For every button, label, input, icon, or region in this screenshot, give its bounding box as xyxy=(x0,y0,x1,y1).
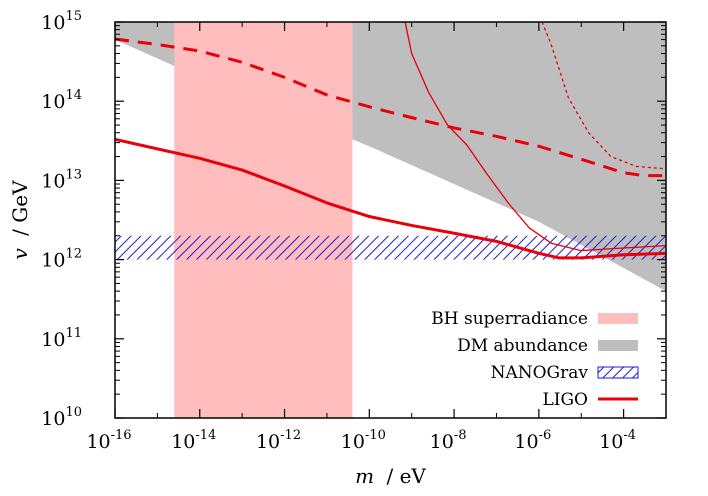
y-tick-label: 1011 xyxy=(41,326,82,351)
y-tick-base: 10 xyxy=(41,12,65,34)
x-tick-base: 10 xyxy=(256,431,280,453)
y-tick-exponent: 12 xyxy=(65,247,82,262)
x-tick-exponent: -6 xyxy=(539,428,552,443)
x-tick-label: 10-14 xyxy=(171,428,216,453)
legend-label: NANOGrav xyxy=(491,363,589,383)
x-tick-label: 10-4 xyxy=(599,428,636,453)
x-tick-exponent: -4 xyxy=(623,428,636,443)
y-tick-label: 1013 xyxy=(41,167,82,192)
y-tick-base: 10 xyxy=(41,91,65,113)
y-axis-variable: v xyxy=(8,248,32,260)
x-tick-exponent: -14 xyxy=(195,428,216,443)
y-tick-exponent: 11 xyxy=(65,326,82,341)
ligo-curve-4 xyxy=(541,22,666,170)
y-tick-exponent: 14 xyxy=(65,88,82,103)
x-axis-label: m / eV xyxy=(355,464,426,488)
x-tick-label: 10-12 xyxy=(256,428,301,453)
y-axis-unit: / GeV xyxy=(8,180,32,236)
x-tick-base: 10 xyxy=(430,431,454,453)
bh-superradiance-band xyxy=(174,22,353,418)
y-tick-label: 1015 xyxy=(41,9,82,34)
y-tick-base: 10 xyxy=(41,329,65,351)
x-axis-variable: m xyxy=(355,464,374,488)
legend-label: DM abundance xyxy=(457,336,588,356)
x-tick-exponent: -12 xyxy=(280,428,301,443)
ligo-curve-2 xyxy=(115,37,666,178)
ligo-curve-3 xyxy=(404,22,666,252)
x-tick-base: 10 xyxy=(514,431,538,453)
x-tick-label: 10-8 xyxy=(430,428,467,453)
x-tick-label: 10-6 xyxy=(514,428,551,453)
legend-swatch xyxy=(598,340,638,351)
x-tick-exponent: -8 xyxy=(454,428,467,443)
x-axis-unit: / eV xyxy=(386,464,426,488)
nanograv-band xyxy=(115,235,666,260)
plot-area xyxy=(115,22,666,418)
x-tick-base: 10 xyxy=(171,431,195,453)
y-tick-label: 1010 xyxy=(41,405,82,430)
y-tick-base: 10 xyxy=(41,170,65,192)
y-tick-exponent: 13 xyxy=(65,167,82,182)
y-axis-label: v / GeV xyxy=(8,180,32,260)
y-tick-exponent: 15 xyxy=(65,9,82,24)
axes xyxy=(114,21,667,419)
y-tick-base: 10 xyxy=(41,250,65,272)
y-tick-label: 1012 xyxy=(41,247,82,272)
x-tick-label: 10-16 xyxy=(86,428,131,453)
y-tick-label: 1014 xyxy=(41,88,82,113)
plot-frame xyxy=(114,21,667,419)
x-tick-base: 10 xyxy=(341,431,365,453)
y-tick-exponent: 10 xyxy=(65,405,82,420)
legend-label: LIGO xyxy=(542,390,588,410)
legend-swatch xyxy=(598,313,638,324)
x-tick-label: 10-10 xyxy=(341,428,386,453)
ligo-curve-1 xyxy=(115,137,666,260)
x-tick-exponent: -16 xyxy=(111,428,132,443)
y-tick-base: 10 xyxy=(41,408,65,430)
x-tick-exponent: -10 xyxy=(365,428,386,443)
legend-swatch xyxy=(597,366,639,379)
x-tick-base: 10 xyxy=(599,431,623,453)
x-tick-base: 10 xyxy=(86,431,110,453)
legend-label: BH superradiance xyxy=(431,309,588,329)
